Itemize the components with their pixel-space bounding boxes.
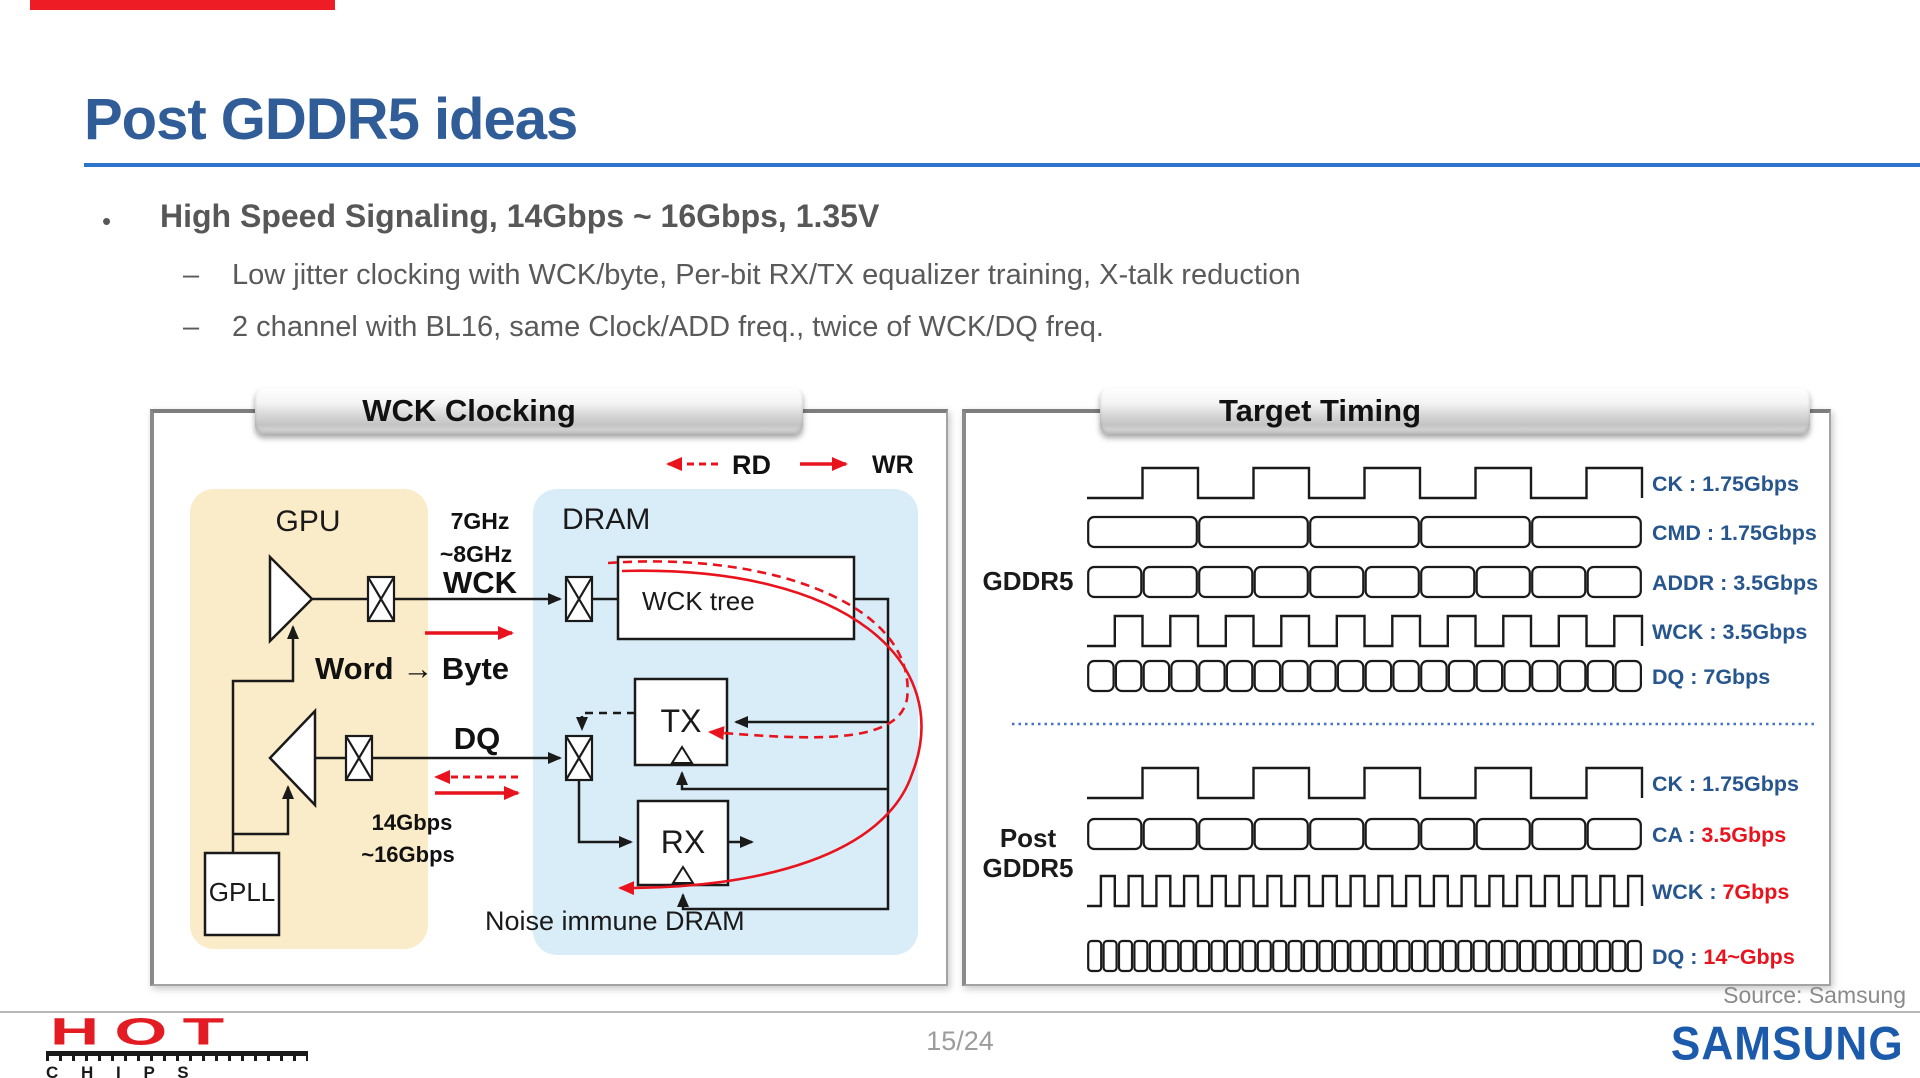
timing-row-Post-GDDR5-CA: CA : 3.5Gbps [1087,817,1786,851]
gpll-to-wck-buffer-wire [231,625,299,853]
timing-row-rate-label: DQ : 7Gbps [1652,665,1770,689]
timing-row-Post-GDDR5-WCK: WCK : 7Gbps [1087,874,1789,908]
page-number: 15/24 [926,1026,994,1056]
noise-immune-label: Noise immune DRAM [485,906,745,936]
sub-bullet-dash: – [183,311,200,343]
wck-tree-bus-wire [854,597,890,789]
wr-clock-curve [618,569,923,896]
sub-bullet-dash: – [183,259,200,291]
timing-row-rate-label: WCK : 3.5Gbps [1652,620,1807,644]
hotchips-logo-hot: HOT [50,1011,240,1053]
gpu-label: GPU [275,505,340,538]
hotchips-logo-pins [46,1056,308,1061]
title-underline [84,163,1920,167]
bus-to-tx-clock-wire [676,771,888,791]
source-credit: Source: Samsung [1723,982,1906,1008]
timing-row-rate-label: ADDR : 3.5Gbps [1652,571,1818,595]
rx-label: RX [661,824,705,860]
bus-to-rx-clock-wire [677,789,890,911]
page-title: Post GDDR5 ideas [84,87,578,152]
dram-dq-pad-icon [564,734,594,782]
gpll-box [203,851,281,937]
wck-freq-label-2: ~8GHz [440,541,512,567]
wck-freq-label-1: 7GHz [451,508,510,534]
hotchips-logo-bar [46,1051,308,1056]
timing-group-label: Post [1000,823,1057,853]
timing-row-rate-label: DQ : 14~Gbps [1652,945,1795,969]
wck-clocking-diagram: RD WR GPU DRAM GPLL [190,450,923,955]
bullet-main: High Speed Signaling, 14Gbps ~ 16Gbps, 1… [160,198,880,234]
wck-clocking-header: WCK Clocking [255,388,803,434]
timing-row-rate-label: CMD : 1.75Gbps [1652,521,1817,545]
timing-row-rate-label: CA : 3.5Gbps [1652,823,1786,847]
timing-row-GDDR5-WCK: WCK : 3.5Gbps [1087,614,1807,648]
dq-rate-label-1: 14Gbps [372,810,453,835]
dram-label: DRAM [562,503,650,536]
timing-row-GDDR5-DQ: DQ : 7Gbps [1087,659,1770,693]
samsung-logo: SAMSUNG [1671,1017,1904,1070]
sub-bullet-2: 2 channel with BL16, same Clock/ADD freq… [232,311,1104,343]
hotchips-logo: HOT C H I P S [46,1011,316,1078]
dq-rate-label-2: ~16Gbps [361,842,455,867]
wck-clocking-panel: WCK Clocking RD WR GPU DRAM [150,388,948,986]
rd-wr-legend: RD WR [666,450,914,480]
tx-clock-port-icon [670,745,694,764]
sub-bullet-1: Low jitter clocking with WCK/byte, Per-b… [232,259,1301,291]
gpu-wck-pad-icon [366,575,396,623]
wck-driver-buffer-icon [268,553,314,645]
wr-label: WR [872,451,914,479]
timing-row-GDDR5-CK: CK : 1.75Gbps [1087,466,1799,500]
gpll-label: GPLL [209,877,276,907]
word-to-byte-label: Word → Byte [315,651,509,686]
dq-signal-label: DQ [454,721,501,756]
timing-row-GDDR5-CMD: CMD : 1.75Gbps [1087,515,1817,549]
rx-clock-port-icon [671,865,695,884]
dram-wck-pad-icon [564,575,594,623]
top-accent-bar [30,0,335,10]
timing-row-rate-label: CK : 1.75Gbps [1652,772,1799,796]
hotchips-logo-chips: C H I P S [46,1063,198,1078]
tx-to-pad-wire [576,711,635,731]
rd-clock-curve [607,560,909,741]
target-timing-header: Target Timing [1100,388,1810,434]
timing-row-Post-GDDR5-DQ: DQ : 14~Gbps [1087,939,1795,973]
timing-row-rate-label: CK : 1.75Gbps [1652,472,1799,496]
tx-label: TX [661,703,702,739]
timing-row-GDDR5-ADDR: ADDR : 3.5Gbps [1087,565,1818,599]
gpll-to-dq-buffer-wire [233,785,294,836]
bullet-marker: • [102,206,112,236]
wck-tree-label: WCK tree [642,586,755,616]
rd-label: RD [732,450,771,480]
timing-group-label: GDDR5 [982,853,1073,883]
timing-row-rate-label: WCK : 7Gbps [1652,880,1789,904]
footer-divider [0,1011,1920,1013]
pad-to-rx-wire [577,780,633,848]
gpu-dq-pad-icon [344,734,374,782]
timing-row-Post-GDDR5-CK: CK : 1.75Gbps [1087,766,1799,800]
timing-group-label: GDDR5 [982,566,1073,596]
wck-signal-label: WCK [443,565,518,600]
